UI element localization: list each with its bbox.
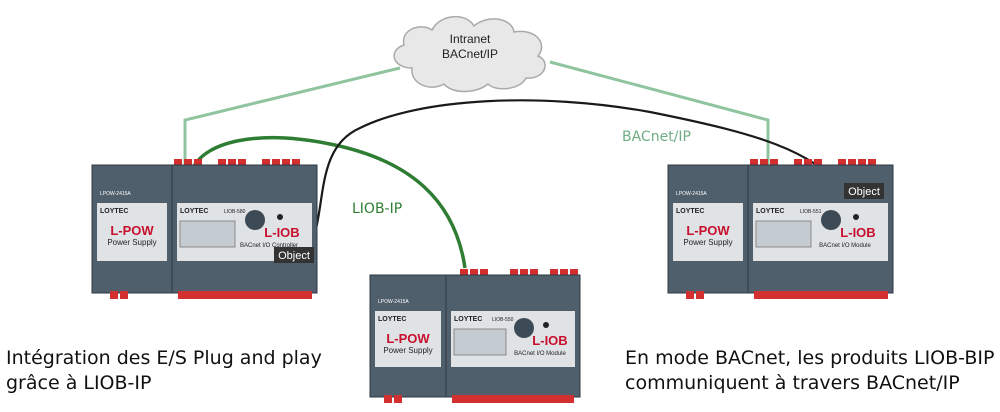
- caption-left: Intégration des E/S Plug and play grâce …: [6, 346, 322, 396]
- iob-subtitle: BACnet I/O Module: [819, 243, 871, 249]
- iob-title: L-IOB: [532, 333, 567, 348]
- iob-subtitle: BACnet I/O Controller: [240, 243, 298, 249]
- object-label: Object: [848, 186, 880, 198]
- device-group-left: LPOW-2415A LOYTEC L-POW Power Supply LOY…: [91, 159, 318, 299]
- pow-brand: LOYTEC: [100, 208, 128, 215]
- iob-title: L-IOB: [840, 225, 875, 240]
- caption-right-line2: communiquent à travers BACnet/IP: [625, 372, 960, 394]
- caption-right-line1: En mode BACnet, les produits LIOB-BIP: [625, 347, 995, 369]
- bacnet-ip-line-right: [549, 60, 770, 168]
- liob-ip-link-label: LIOB-IP: [352, 201, 402, 217]
- iob-brand: LOYTEC: [454, 316, 482, 323]
- pow-brand: LOYTEC: [676, 208, 704, 215]
- iob-model: LIOB-551: [800, 209, 822, 215]
- iob-model: LIOB-550: [492, 317, 514, 323]
- cloud-label-line1: Intranet: [450, 32, 491, 46]
- pow-model: LPOW-2415A: [676, 191, 707, 197]
- iob-brand: LOYTEC: [180, 208, 208, 215]
- bacnet-ip-link-label: BACnet/IP: [622, 129, 691, 145]
- pow-subtitle: Power Supply: [383, 346, 432, 355]
- caption-left-line2: grâce à LIOB-IP: [6, 372, 152, 394]
- bacnet-ip-line-left: [183, 66, 401, 168]
- device-group-center: LPOW-2415A LOYTEC L-POW Power Supply LOY…: [369, 269, 581, 403]
- cloud-label-line2: BACnet/IP: [442, 47, 498, 61]
- pow-brand: LOYTEC: [378, 316, 406, 323]
- liob-ip-line: [190, 136, 467, 269]
- object-tag: Object: [844, 183, 884, 199]
- pow-subtitle: Power Supply: [683, 238, 732, 247]
- pow-subtitle: Power Supply: [107, 238, 156, 247]
- object-link-line: [304, 99, 846, 257]
- caption-right: En mode BACnet, les produits LIOB-BIP co…: [625, 346, 994, 396]
- pow-title: L-POW: [110, 223, 154, 238]
- pow-model: LPOW-2415A: [100, 191, 131, 197]
- pow-model: LPOW-2415A: [378, 299, 409, 305]
- pow-title: L-POW: [386, 331, 430, 346]
- iob-title: L-IOB: [264, 225, 299, 240]
- intranet-cloud: Intranet BACnet/IP: [393, 16, 546, 93]
- iob-brand: LOYTEC: [756, 208, 784, 215]
- object-tag: Object: [274, 247, 314, 263]
- device-group-right: LPOW-2415A LOYTEC L-POW Power Supply LOY…: [667, 159, 894, 299]
- iob-subtitle: BACnet I/O Module: [514, 351, 566, 357]
- object-label: Object: [278, 250, 310, 262]
- caption-left-line1: Intégration des E/S Plug and play: [6, 347, 322, 369]
- pow-title: L-POW: [686, 223, 730, 238]
- iob-model: LIOB-580: [224, 209, 246, 215]
